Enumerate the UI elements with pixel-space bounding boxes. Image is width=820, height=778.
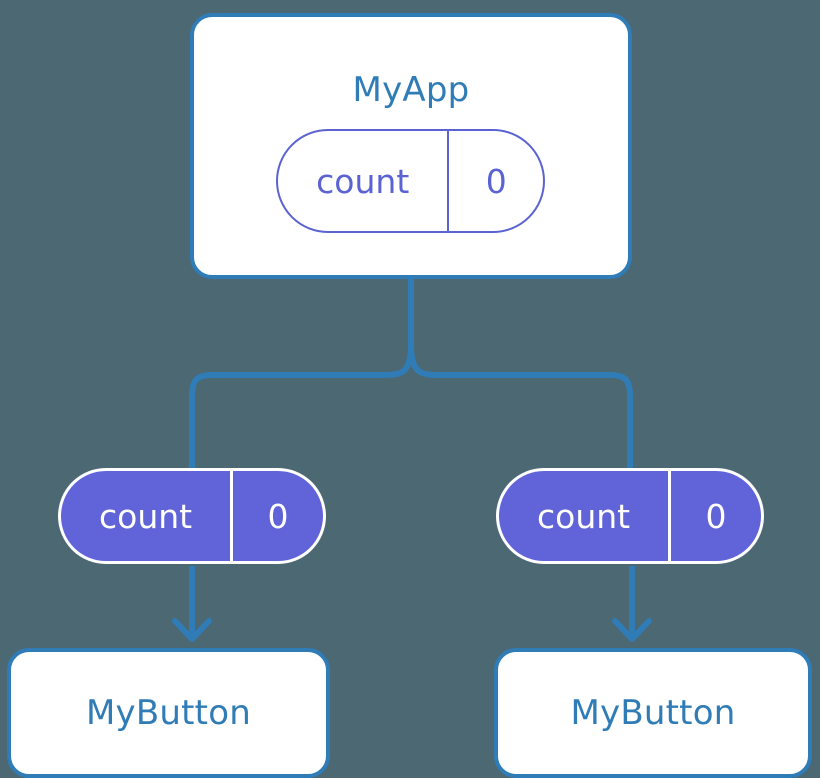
component-label-myapp: MyApp (352, 70, 470, 110)
component-label-mybutton-left: MyButton (86, 693, 251, 733)
prop-pill-key-left: count (98, 496, 193, 536)
state-pill-key: count (316, 161, 410, 201)
state-pill-count[interactable]: count 0 (276, 129, 545, 233)
prop-pill-count-left[interactable]: count 0 (58, 468, 326, 564)
prop-pill-value-left: 0 (230, 471, 323, 561)
branch-connector-right (408, 344, 633, 470)
branch-connector-left (189, 344, 414, 470)
state-pill-value: 0 (447, 131, 543, 231)
component-box-mybutton-right[interactable]: MyButton (494, 648, 812, 778)
prop-pill-value-right: 0 (668, 471, 761, 561)
prop-pill-count-right[interactable]: count 0 (496, 468, 764, 564)
component-box-mybutton-left[interactable]: MyButton (7, 648, 330, 778)
arrow-head-left (172, 618, 212, 642)
arrow-head-right (612, 618, 652, 642)
prop-pill-key-right: count (536, 496, 631, 536)
component-label-mybutton-right: MyButton (570, 693, 736, 733)
